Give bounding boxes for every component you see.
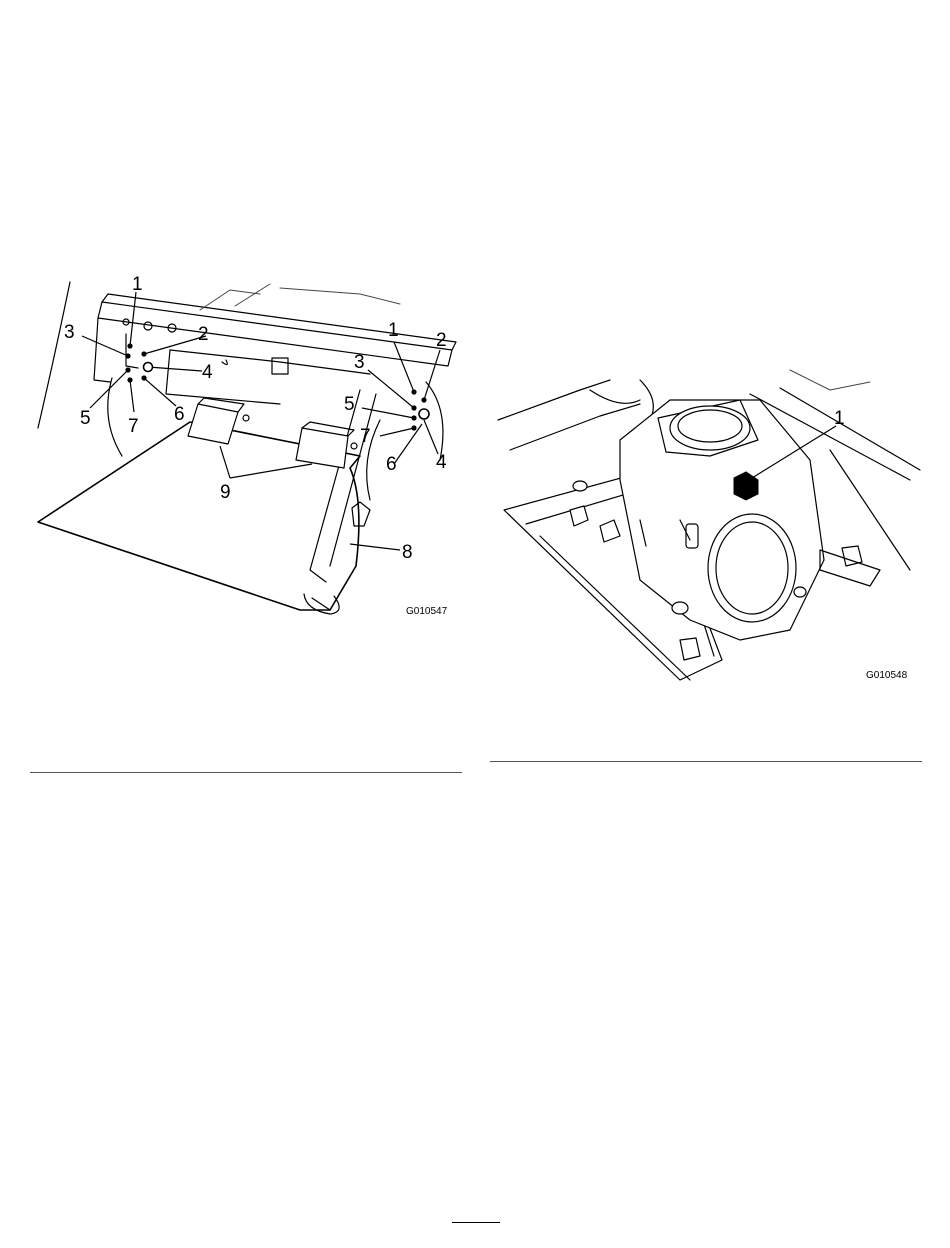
gearbox-illustration: 1 G010548 [490,360,930,690]
callout-label: 3 [64,322,75,343]
callout-label: 1 [388,320,399,341]
figure-id: G010547 [406,606,448,617]
section-divider [30,772,462,773]
callout-label: 7 [128,416,139,437]
callout-label: 1 [834,408,845,429]
callout-label: 1 [132,274,143,295]
callout-label: 5 [80,408,91,429]
callout-label: 7 [360,426,371,447]
callout-label: 5 [344,394,355,415]
deck-illustration: 1 2 3 4 5 6 7 1 2 3 4 5 6 7 8 9 G010547 [30,270,470,630]
callout-label: 8 [402,542,413,563]
callout-label: 2 [436,330,447,351]
section-divider [490,761,922,762]
callout-label: 6 [386,454,397,475]
callout-label: 4 [202,362,213,383]
figure-id: G010548 [866,670,908,681]
callout-label: 9 [220,482,231,503]
callout-label: 4 [436,452,447,473]
page-footer-rule [452,1222,500,1223]
figure-gearbox-plug: 1 G010548 [490,360,930,690]
callout-label: 2 [198,324,209,345]
figure-deck-alignment: 1 2 3 4 5 6 7 1 2 3 4 5 6 7 8 9 G010547 [30,270,470,630]
callout-label: 6 [174,404,185,425]
callout-label: 3 [354,352,365,373]
